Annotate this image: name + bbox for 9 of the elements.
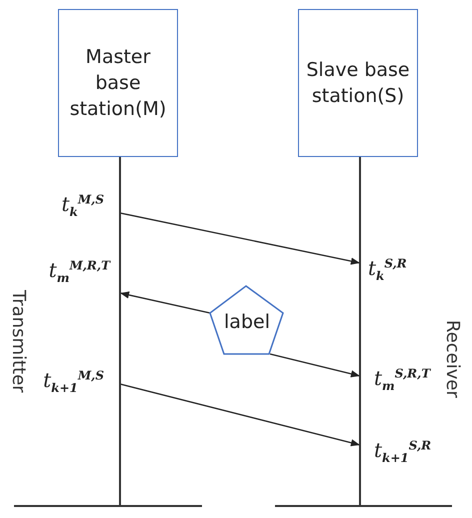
station-box: Master base station(M) — [58, 9, 178, 157]
arrow — [120, 291, 210, 314]
shape-label: label — [223, 311, 271, 333]
arrow — [270, 353, 360, 378]
axis-title: Receiver — [442, 320, 463, 398]
station-box: Slave base station(S) — [298, 9, 418, 157]
axis-title: Transmitter — [8, 290, 29, 393]
arrow — [120, 212, 360, 265]
arrow — [120, 383, 360, 446]
